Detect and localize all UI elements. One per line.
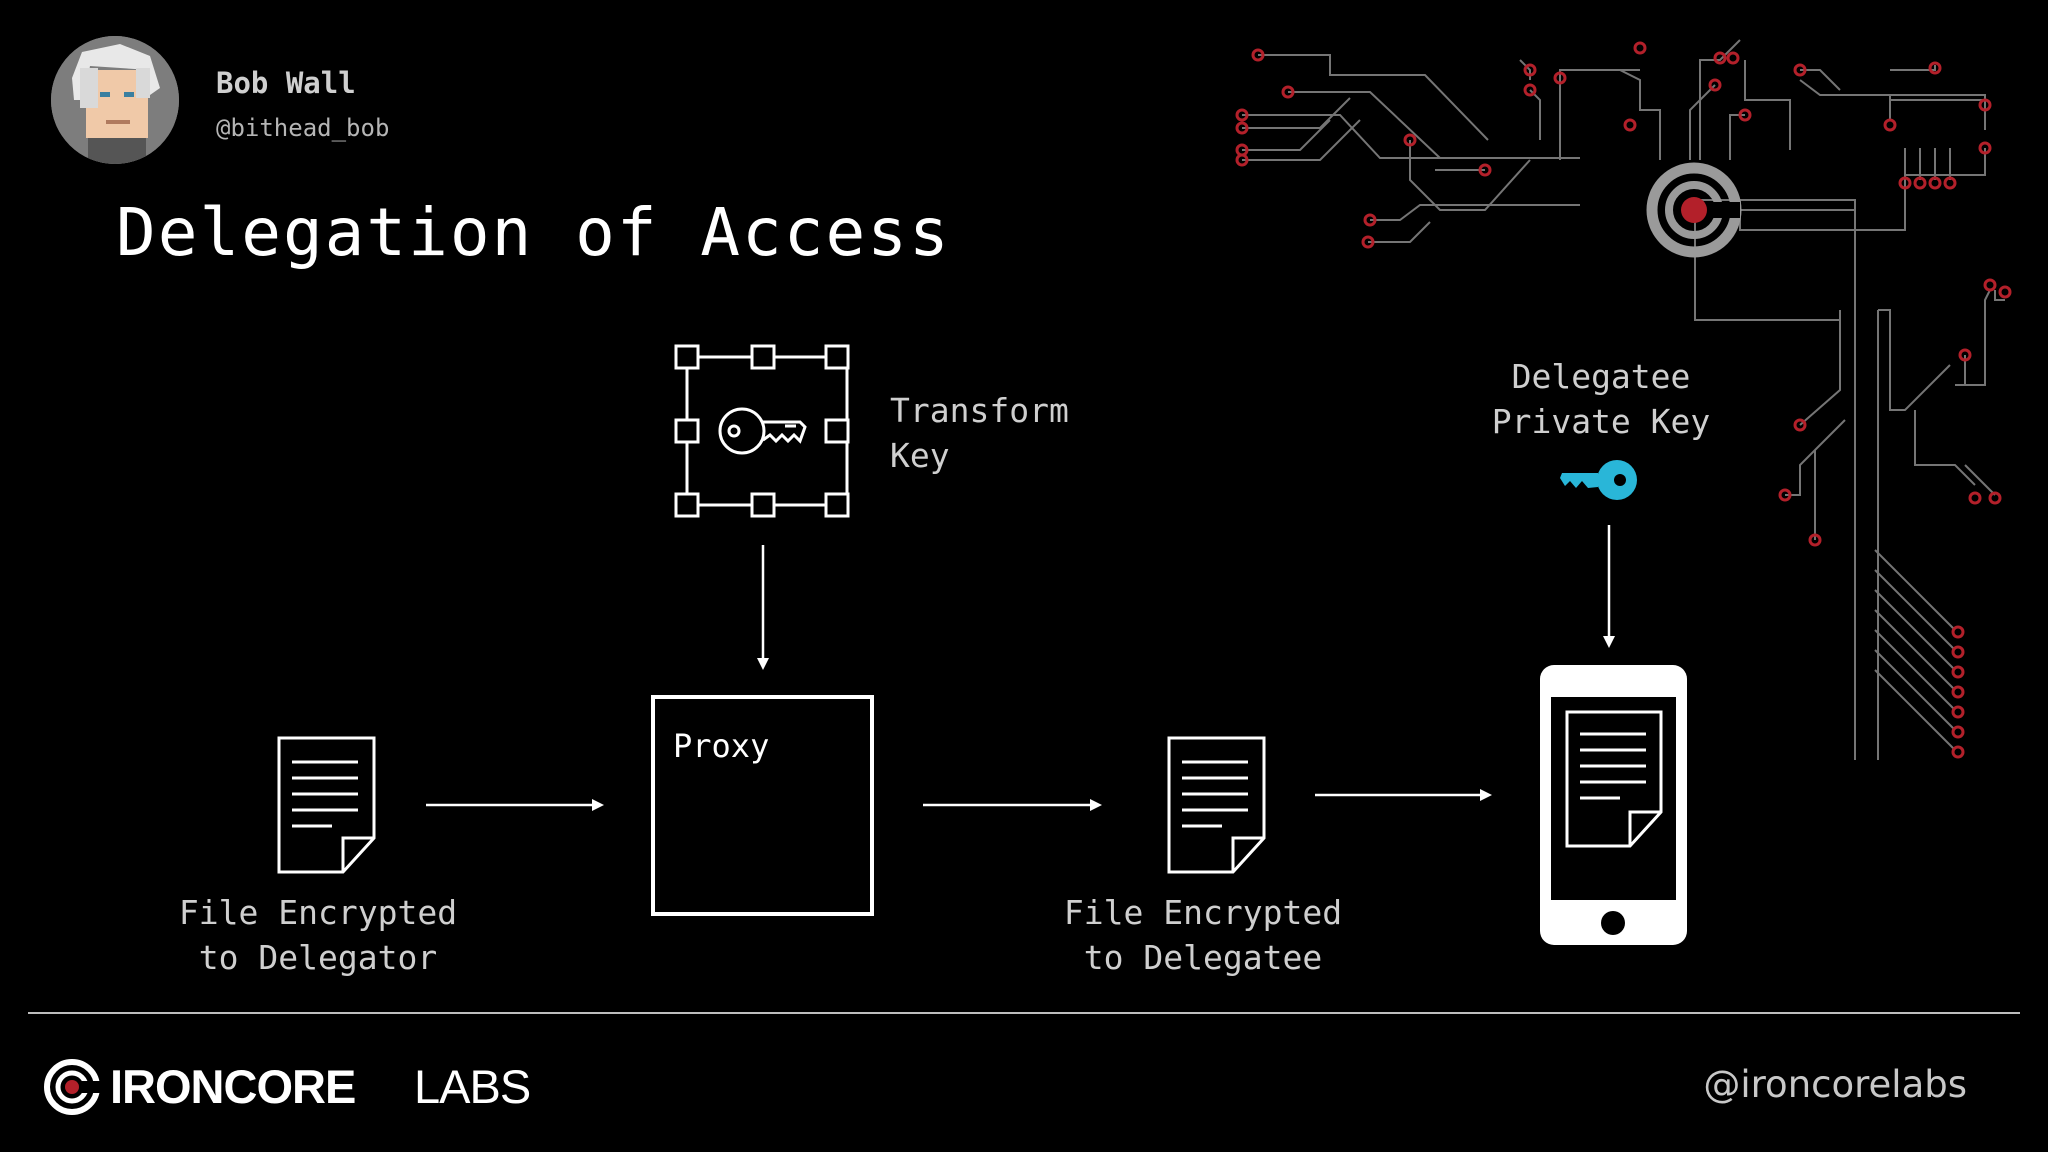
arrow-file-to-proxy (426, 799, 604, 811)
delegatee-private-key-icon (1560, 460, 1637, 500)
ironcore-logo-icon (44, 1059, 100, 1115)
circuit-nodes (1235, 41, 2012, 759)
document-icon-delegatee (1167, 736, 1266, 874)
phone-icon (1540, 665, 1687, 945)
avatar (51, 36, 179, 164)
proxy-label: Proxy (673, 727, 769, 765)
transform-key-icon (674, 344, 850, 518)
circuit-decoration (1242, 39, 2005, 760)
file-delegator-label-line2: to Delegator (199, 938, 437, 977)
transform-key-label-line1: Transform (890, 391, 1069, 430)
file-delegatee-label-line2: to Delegatee (1084, 938, 1322, 977)
transform-key-label-line2: Key (890, 436, 950, 475)
file-delegator-label-line1: File Encrypted (179, 893, 457, 932)
slide-title: Delegation of Access (116, 194, 951, 271)
arrow-key-to-phone (1603, 525, 1615, 648)
arrow-proxy-to-file (923, 799, 1102, 811)
delegatee-key-label-line1: Delegatee (1512, 357, 1691, 396)
delegatee-key-label-line2: Private Key (1492, 402, 1711, 441)
arrow-file-to-phone (1315, 789, 1492, 801)
footer-handle: @ironcorelabs (1703, 1063, 1967, 1106)
logo-text-light: LABS (414, 1060, 530, 1113)
arrow-transform-to-proxy (757, 545, 769, 670)
speaker-name: Bob Wall (216, 66, 356, 100)
file-delegatee-label-line1: File Encrypted (1064, 893, 1342, 932)
logo-text-bold: IRONCORE (110, 1060, 355, 1113)
circuit-hub-icon (1646, 162, 1742, 258)
document-icon-delegator (277, 736, 376, 874)
proxy-box (651, 695, 874, 916)
speaker-handle: @bithead_bob (216, 114, 389, 142)
